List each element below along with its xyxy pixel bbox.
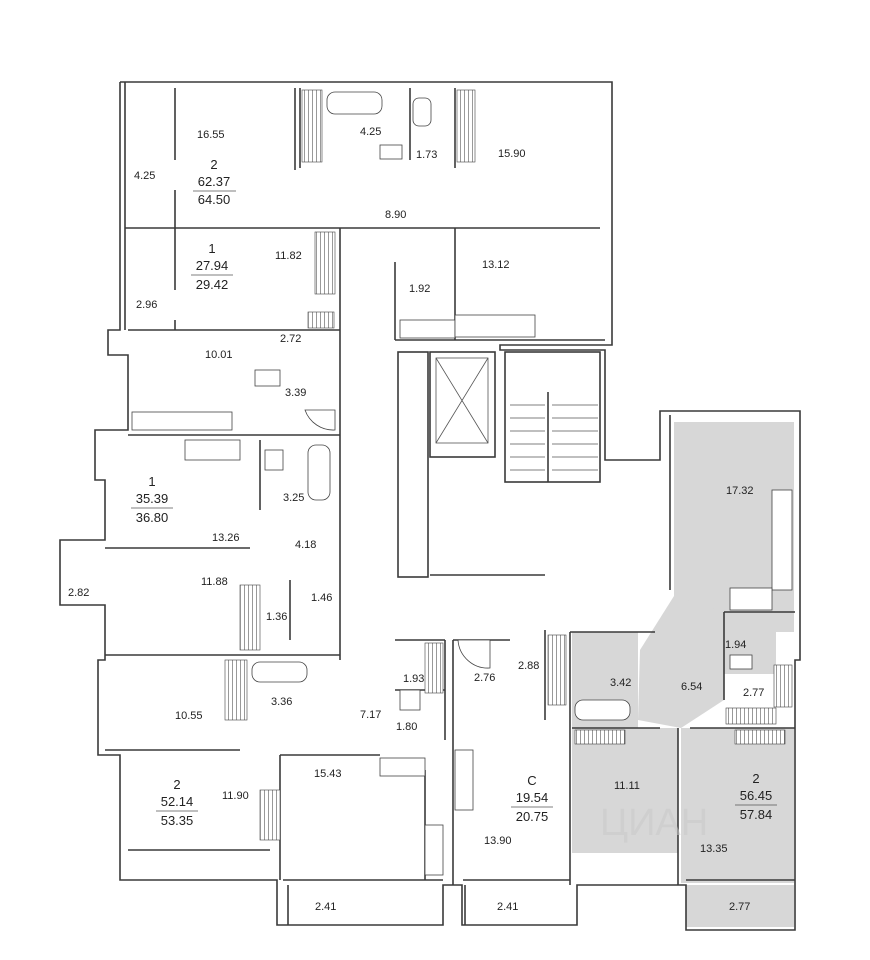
- room-area: 3.36: [271, 696, 292, 708]
- room-area: 4.25: [134, 170, 155, 182]
- room-area: 15.90: [498, 148, 526, 160]
- room-area: 1.93: [403, 673, 424, 685]
- apartment-label-a4: 2 52.14 53.35: [156, 777, 198, 828]
- room-area-labels: 16.55 4.25 4.25 1.73 15.90 8.90 11.82 2.…: [68, 126, 764, 913]
- apartment-living-area: 27.94: [196, 258, 229, 273]
- room-area: 3.42: [610, 677, 631, 689]
- fixtures: [131, 91, 793, 876]
- room-area: 1.92: [409, 283, 430, 295]
- apartment-label-a1: 2 62.37 64.50: [193, 157, 236, 207]
- apartment-rooms: 2: [210, 157, 217, 172]
- apartment-label-a5: С 19.54 20.75: [511, 773, 553, 824]
- room-area: 1.73: [416, 149, 437, 161]
- room-area: 4.25: [360, 126, 381, 138]
- room-area: 4.18: [295, 539, 316, 551]
- apartment-living-area: 35.39: [136, 491, 169, 506]
- room-area: 13.12: [482, 259, 510, 271]
- apartment-rooms: 2: [173, 777, 180, 792]
- apartment-label-a3: 1 35.39 36.80: [131, 474, 173, 525]
- apartment-living-area: 62.37: [198, 174, 231, 189]
- room-area: 2.77: [729, 901, 750, 913]
- room-area: 2.88: [518, 660, 539, 672]
- staircase: [510, 404, 598, 471]
- apartment-rooms: С: [527, 773, 536, 788]
- watermark-text: ЦИАН: [600, 802, 708, 844]
- apartment-total-area: 29.42: [196, 277, 229, 292]
- room-area: 2.82: [68, 587, 89, 599]
- apartment-living-area: 19.54: [516, 790, 549, 805]
- room-area: 8.90: [385, 209, 406, 221]
- room-area: 2.96: [136, 299, 157, 311]
- highlighted-apartment: [572, 422, 794, 927]
- room-area: 11.90: [222, 790, 249, 802]
- apartment-total-area: 36.80: [136, 510, 169, 525]
- room-area: 17.32: [726, 485, 754, 497]
- room-area: 1.36: [266, 611, 287, 623]
- room-area: 10.55: [175, 710, 203, 722]
- interior-walls: [105, 88, 795, 925]
- room-area: 6.54: [681, 681, 702, 693]
- room-area: 10.01: [205, 349, 233, 361]
- apartment-total-area: 20.75: [516, 809, 549, 824]
- apartment-total-area: 53.35: [161, 813, 194, 828]
- room-area: 1.80: [396, 721, 417, 733]
- room-area: 1.94: [725, 639, 746, 651]
- room-area: 13.35: [700, 843, 728, 855]
- apartment-rooms: 1: [208, 241, 215, 256]
- apartment-rooms: 1: [148, 474, 155, 489]
- room-area: 7.17: [360, 709, 381, 721]
- wardrobe-strips: [224, 89, 793, 841]
- room-area: 3.39: [285, 387, 306, 399]
- building-outline: [59, 81, 801, 931]
- room-area: 13.90: [484, 835, 512, 847]
- room-area: 2.41: [315, 901, 336, 913]
- apartment-rooms: 2: [752, 771, 759, 786]
- apartment-living-area: 52.14: [161, 794, 194, 809]
- room-area: 3.25: [283, 492, 304, 504]
- room-area: 11.82: [275, 250, 302, 262]
- room-area: 2.77: [743, 687, 764, 699]
- room-area: 11.88: [201, 576, 228, 588]
- apartment-label-a2: 1 27.94 29.42: [191, 241, 233, 292]
- apartment-total-area: 64.50: [198, 192, 231, 207]
- room-area: 2.76: [474, 672, 495, 684]
- apartment-living-area: 56.45: [740, 788, 773, 803]
- room-area: 13.26: [212, 532, 240, 544]
- apartment-total-area: 57.84: [740, 807, 773, 822]
- room-area: 1.46: [311, 592, 332, 604]
- room-area: 2.41: [497, 901, 518, 913]
- apartment-label-a6: 2 56.45 57.84: [735, 771, 777, 822]
- room-area: 15.43: [314, 768, 342, 780]
- room-area: 16.55: [197, 129, 225, 141]
- room-area: 2.72: [280, 333, 301, 345]
- room-area: 11.11: [614, 780, 640, 792]
